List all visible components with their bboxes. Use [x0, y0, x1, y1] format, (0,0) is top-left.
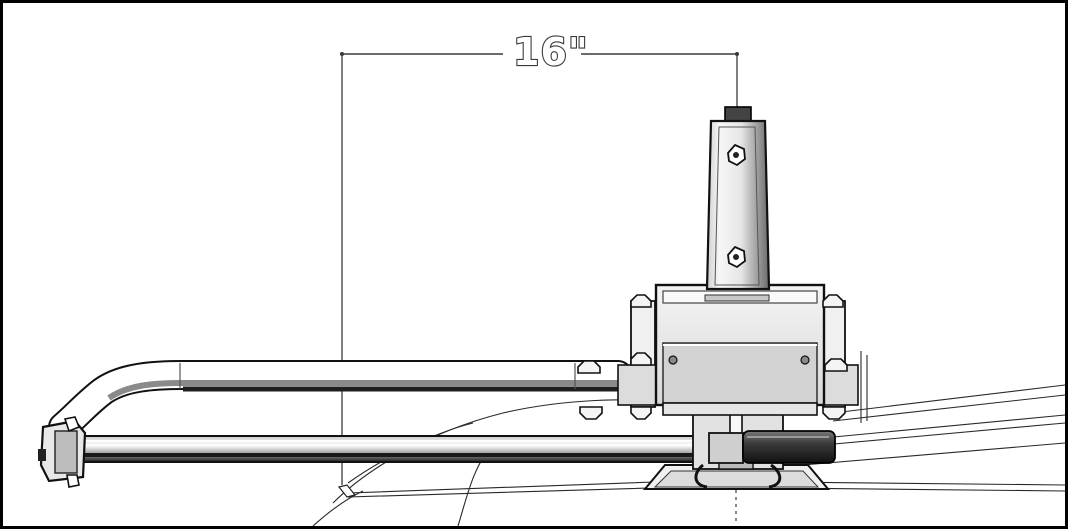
lower-tube [69, 435, 729, 463]
post-knob-lower [727, 245, 746, 269]
dimension-annotation: 16" [340, 29, 739, 485]
vertical-post [705, 106, 771, 291]
lever-handle [708, 430, 836, 464]
housing [617, 283, 859, 416]
housing-bolts [577, 294, 848, 420]
dimension-label: 16" [513, 30, 589, 74]
upper-tube [48, 360, 633, 442]
post-knob-upper [727, 143, 746, 167]
mount-diagram: 16" [38, 29, 1065, 526]
end-clamp [38, 416, 87, 488]
extension-tip [337, 484, 357, 498]
